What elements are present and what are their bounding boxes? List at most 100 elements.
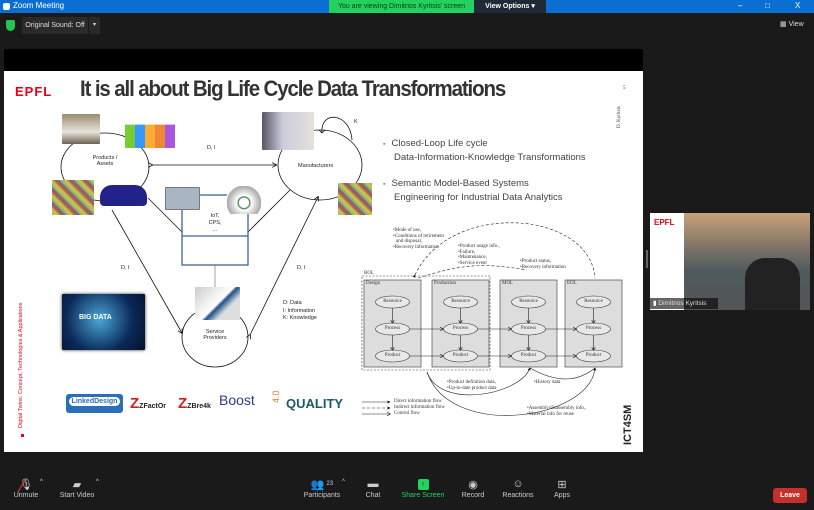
people-icon (125, 124, 175, 148)
providers-text: Providers (203, 335, 227, 341)
phase-label-production: Production (434, 281, 456, 286)
audio-options-caret[interactable]: ^ (40, 479, 43, 485)
note-tm-4: •Service event (458, 260, 487, 266)
boost-version: 4.0 (271, 390, 281, 403)
edge-label-left: D, I (121, 265, 130, 271)
maximize-button[interactable]: □ (765, 1, 770, 10)
note-top-mid: •Product usage info.,•Failure,•Maintenan… (458, 244, 500, 266)
original-sound-button[interactable]: Original Sound: Off (22, 17, 88, 34)
participants-label: Participants (303, 492, 341, 499)
phase-label-eol: EOL (567, 281, 577, 286)
lifecycle-node-label: Process (585, 326, 602, 331)
products-label: Products /Assets (83, 155, 127, 167)
service-icon (195, 287, 240, 320)
original-sound-dropdown[interactable]: ▾ (89, 17, 100, 34)
lifecycle-node-label: Resource (451, 299, 470, 304)
panel-resize-handle[interactable] (646, 250, 648, 268)
chat-label: Chat (365, 492, 381, 499)
share-screen-label: Share Screen (401, 492, 445, 499)
edge-label-right: D, I (297, 265, 306, 271)
view-options-button[interactable]: View Options ▾ (474, 0, 546, 13)
bullet-1-line1: Closed-Loop Life cycle (391, 138, 488, 149)
note-bottom-mid: •History data (534, 380, 561, 385)
note-tl-2: •Conditions of retirement (393, 233, 444, 239)
note-tr-1: •Product status, (520, 259, 552, 264)
legend-data: D: Data (283, 300, 302, 306)
machine-photo-left (52, 180, 94, 215)
note-bottom-left: •Product definition data,•Up-to-date pro… (447, 380, 497, 391)
start-video-button[interactable]: ▰Start Video (47, 476, 107, 500)
linkeddesign-text: LinkedDesign (69, 397, 120, 406)
car-icon (100, 185, 147, 206)
signal-icon: ▮ (653, 300, 657, 307)
slide (4, 71, 643, 452)
record-button[interactable]: ◉Record (443, 476, 503, 500)
shield-icon[interactable] (6, 20, 15, 31)
share-screen-button[interactable]: ↑Share Screen (393, 476, 453, 499)
leave-button[interactable]: Leave (773, 488, 807, 503)
cps-text: CPS, (208, 220, 222, 226)
page-number: 5 (623, 86, 626, 91)
share-screen-icon: ↑ (393, 476, 453, 492)
lifecycle-node-label: Product (452, 353, 469, 358)
note-bl-2: •Up-to-date product data (447, 385, 497, 391)
big-data-image: BIG DATA (62, 294, 145, 350)
bol-label: BOL (364, 271, 374, 276)
iot-text: IoT, (210, 213, 220, 219)
close-button[interactable]: X (795, 1, 801, 10)
assets-text: Assets (96, 161, 114, 167)
products-text: Products / (92, 155, 118, 161)
unmute-button[interactable]: 🎙Unmute (0, 476, 56, 500)
meeting-topbar: Original Sound: Off ▾ ▦ View (0, 13, 814, 40)
unmute-label: Unmute (13, 492, 39, 499)
chat-button[interactable]: ▬Chat (343, 476, 403, 499)
reactions-button[interactable]: ☺Reactions (488, 476, 548, 499)
lifecycle-node-label: Product (520, 353, 537, 358)
muted-mic-icon: 🎙 (17, 478, 33, 493)
lifecycle-node-label: Product (384, 353, 401, 358)
start-video-label: Start Video (59, 492, 95, 499)
note-tr-2: •Recovery information (520, 264, 566, 270)
iot-box (181, 194, 249, 266)
quality-logo: QUALITY (286, 396, 344, 411)
zfactor-text: ZFactOr (139, 403, 167, 410)
webcam-epfl-logo: EPFL (654, 218, 675, 227)
red-square-icon (21, 434, 24, 437)
lifecycle-node-label: Resource (584, 299, 603, 304)
speaker-name: Dimitrios Kyritsis (658, 300, 707, 307)
view-label: View (788, 21, 804, 28)
note-bottom-right: •Assembly/disassembly info.,•Material in… (527, 406, 586, 417)
note-tm-1: •Product usage info., (458, 244, 500, 249)
view-button[interactable]: ▦ View (780, 18, 810, 32)
grid-icon: ▦ (780, 21, 787, 28)
manufacturers-node (277, 129, 363, 201)
lifecycle-node-label: Product (585, 353, 602, 358)
participants-caret[interactable]: ^ (342, 479, 345, 485)
minimize-button[interactable]: – (738, 1, 743, 10)
note-tl-3: and disposal, (396, 239, 423, 244)
screen-share-banner: You are viewing Dimitrios Kyritsis' scre… (329, 0, 474, 13)
bullet-2-line2: Engineering for Industrial Data Analytic… (394, 192, 563, 203)
video-options-caret[interactable]: ^ (96, 479, 99, 485)
device-icon (165, 187, 200, 210)
sensors-icon (227, 186, 261, 214)
apps-icon: ⊞ (557, 478, 567, 491)
record-label: Record (461, 492, 485, 499)
slide-title: It is all about Big Life Cycle Data Tran… (80, 76, 506, 101)
apps-button[interactable]: ⊞Apps (532, 476, 592, 500)
iot-label: IoT,CPS,... (205, 213, 225, 234)
webcam-tile[interactable]: EPFL ▮ Dimitrios Kyritsis (650, 213, 810, 310)
lifecycle-node-label: Resource (383, 299, 402, 304)
ict4sm-logo: ICT4SM (622, 404, 634, 445)
reactions-label: Reactions (502, 492, 534, 499)
edge-label-top: D, I (207, 145, 216, 151)
manufacturers-label: Manufacturers (298, 163, 334, 169)
phase-label-mol: MOL (502, 281, 514, 286)
edge-label-k: K (354, 119, 358, 125)
